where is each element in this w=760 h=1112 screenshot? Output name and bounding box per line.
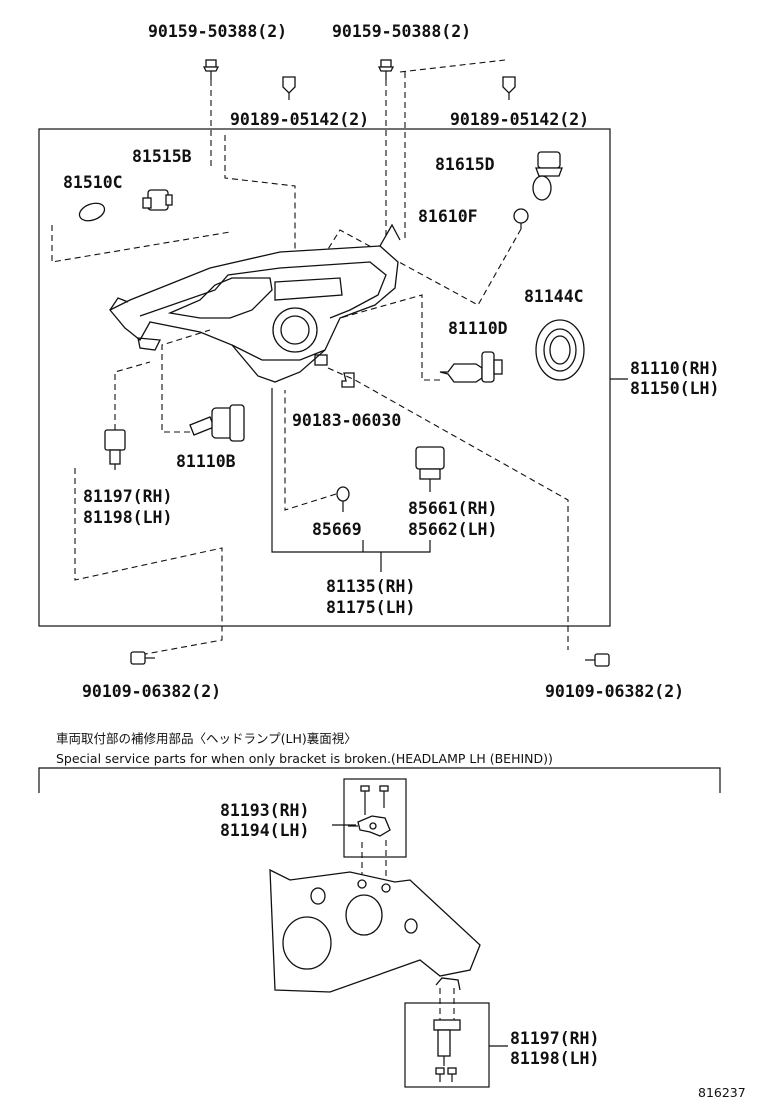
label-85661-rh: 85661(RH) [408,499,497,518]
label-90159-50388-right: 90159-50388(2) [332,22,471,41]
label-90189-05142-right: 90189-05142(2) [450,110,589,129]
label-81110d: 81110D [448,319,508,338]
socket-81515b-icon [142,189,173,211]
label-81615d: 81615D [435,155,495,174]
label-90159-50388-left: 90159-50388(2) [148,22,287,41]
bulb-81110d-icon [439,351,503,383]
leader-81197-bottom [74,468,223,656]
leader-81610f [319,228,522,306]
bolt-90109-left-icon [130,651,155,665]
socket-81197-icon [104,429,126,470]
leader-85669 [284,390,337,511]
bracket-kit-box [343,778,407,858]
leader-81110d [339,294,440,381]
headlamp-housing-icon [108,223,401,383]
leader-clip-left [224,135,296,255]
label-81135-rh: 81135(RH) [326,577,415,596]
screw-90159-right-icon [377,59,395,80]
clip-90183-icon [341,372,355,388]
label-81110-rh: 81110(RH) [630,359,719,378]
bulb-81610f-icon [513,208,529,229]
label-81510c: 81510C [63,173,123,192]
label-85669: 85669 [312,520,362,539]
socket-kit-box [404,1002,490,1088]
label-85662-lh: 85662(LH) [408,520,497,539]
leader-81197 [114,361,151,430]
label-90189-05142-left: 90189-05142(2) [230,110,369,129]
label-81144c: 81144C [524,287,584,306]
label-81197-rh-lower: 81197(RH) [510,1029,599,1048]
screw-90159-left-icon [202,59,220,80]
leader-81110b [161,329,211,433]
label-81193-rh: 81193(RH) [220,801,309,820]
actuator-85661-icon [415,446,445,492]
bulb-81510c-icon [78,202,106,222]
label-81610f: 81610F [418,207,478,226]
socket-81197-lower-icon [433,1019,461,1082]
bolt-90109-right-icon [585,653,610,667]
bulb-81615d-icon [532,151,563,201]
label-90109-06382-right: 90109-06382(2) [545,682,684,701]
label-81198-lh: 81198(LH) [83,508,172,527]
label-90109-06382-left: 90109-06382(2) [82,682,221,701]
bracket-81135 [271,388,431,553]
label-81194-lh: 81194(LH) [220,821,309,840]
figure-reference-number: 816237 [698,1085,746,1100]
label-90183-06030: 90183-06030 [292,411,401,430]
ring-81144c-icon [535,319,585,381]
label-81198-lh-lower: 81198(LH) [510,1049,599,1068]
label-81515b: 81515B [132,147,192,166]
clip-90189-right-icon [502,76,516,100]
lower-section-frame [38,767,721,793]
caption-japanese: 車両取付部の補修用部品〈ヘッドランプ(LH)裏面視〉 [56,731,357,746]
leader-81510c [51,225,231,263]
bulb-81110b-icon [189,404,245,442]
bracket-81193-icon [348,785,391,837]
label-81150-lh: 81150(LH) [630,379,719,398]
leader-clip-right [399,59,506,73]
leader-90183 [327,367,569,650]
label-81110b: 81110B [176,452,236,471]
clip-90189-left-icon [282,76,296,100]
assembly-frame [38,128,611,627]
caption-english: Special service parts for when only brac… [56,751,553,766]
label-81197-rh: 81197(RH) [83,487,172,506]
seal-85669-icon [336,486,350,512]
label-81175-lh: 81175(LH) [326,598,415,617]
headlamp-rear-view-icon [269,868,481,993]
